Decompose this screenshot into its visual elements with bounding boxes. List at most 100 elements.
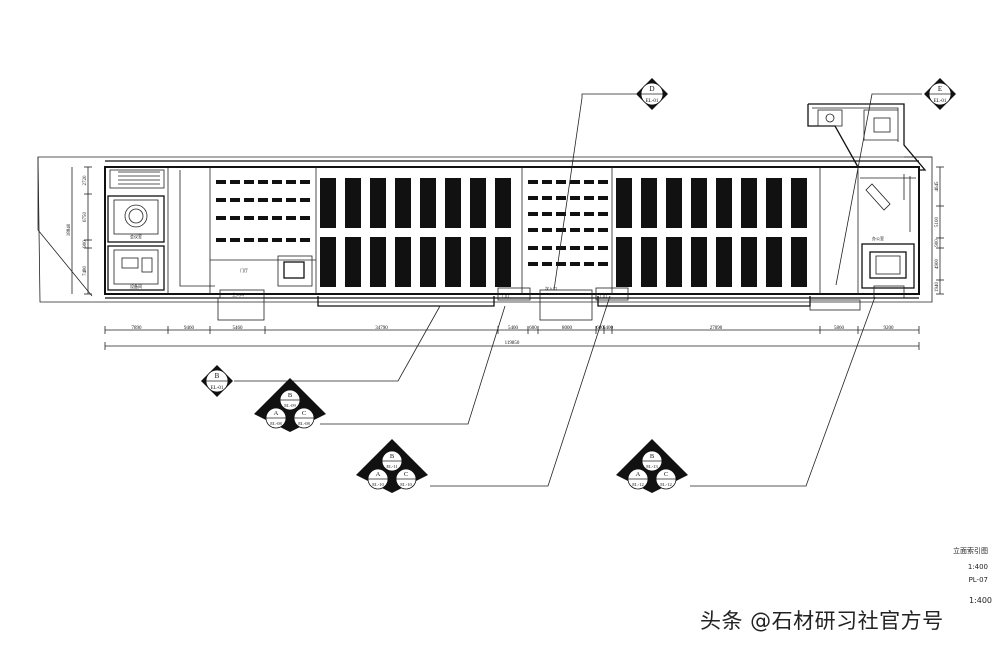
table-row-block xyxy=(216,198,226,202)
table-row-block xyxy=(542,246,552,250)
seating-block xyxy=(741,178,757,228)
svg-text:A: A xyxy=(636,471,641,478)
dimension-label: 4900 xyxy=(935,259,940,270)
left-rooms: 会议室 设备间 xyxy=(107,195,165,291)
dimension-label: 6750 xyxy=(83,212,88,223)
svg-text:EL-01: EL-01 xyxy=(646,99,659,104)
table-row-block xyxy=(528,180,538,184)
table-row-block xyxy=(216,180,226,184)
seating-block xyxy=(470,178,486,228)
seating-block xyxy=(741,237,757,287)
sheet-number: PL-07 xyxy=(968,576,988,584)
table-row-block xyxy=(272,198,282,202)
dimension-label: 600 xyxy=(596,326,604,331)
table-row-block xyxy=(258,180,268,184)
table-row-block xyxy=(216,216,226,220)
table-row-block xyxy=(542,262,552,266)
svg-text:C: C xyxy=(404,471,408,478)
dimension-label: 9200 xyxy=(884,326,895,331)
table-row-block xyxy=(542,228,552,232)
table-row-block xyxy=(556,196,566,200)
seating-block xyxy=(370,178,386,228)
seating-block xyxy=(420,237,436,287)
table-row-block xyxy=(556,262,566,266)
seating-block xyxy=(791,178,807,228)
svg-text:EL-11: EL-11 xyxy=(386,464,397,469)
seating-block xyxy=(641,237,657,287)
table-row-block xyxy=(244,216,254,220)
table-row-block xyxy=(570,246,580,250)
room-label-lobby: 门厅 xyxy=(240,267,248,273)
svg-text:C: C xyxy=(664,471,668,478)
svg-text:B: B xyxy=(215,372,220,380)
scale-stamp: 1:400 xyxy=(968,596,992,605)
elevation-callouts: DEL-01EEL-01BEL-01BEL-09AEL-08CEL-08BEL-… xyxy=(201,78,956,493)
seating-block xyxy=(320,178,336,228)
table-row-block xyxy=(598,180,608,184)
dimension-label: 2720 xyxy=(83,175,88,186)
svg-text:B: B xyxy=(650,453,655,460)
seating-layout xyxy=(216,178,807,287)
svg-text:C: C xyxy=(302,410,306,417)
seating-block xyxy=(395,237,411,287)
table-row-block xyxy=(528,262,538,266)
dimension-label: 27090 xyxy=(710,326,723,331)
right-rooms: 办公室 xyxy=(809,174,916,311)
svg-text:B: B xyxy=(390,453,395,460)
table-row-block xyxy=(598,228,608,232)
table-row-block xyxy=(286,180,296,184)
seating-block xyxy=(616,237,632,287)
dimension-label: 5860 xyxy=(834,326,845,331)
seating-block xyxy=(420,178,436,228)
seating-block xyxy=(395,178,411,228)
table-row-block xyxy=(598,196,608,200)
svg-text:EL-09: EL-09 xyxy=(284,403,296,408)
svg-text:EL-12: EL-12 xyxy=(660,482,672,487)
dimension-label: 1940 xyxy=(935,282,940,293)
entrance-label-2: 次入口 xyxy=(545,285,557,291)
seating-block xyxy=(666,237,682,287)
table-row-block xyxy=(542,196,552,200)
table-row-block xyxy=(272,180,282,184)
seating-block xyxy=(370,237,386,287)
table-row-block xyxy=(598,262,608,266)
seating-block xyxy=(445,237,461,287)
table-row-block xyxy=(570,180,580,184)
dimension-label: 9460 xyxy=(184,326,195,331)
lobby-area: 门厅 主入口 xyxy=(179,170,313,321)
svg-text:A: A xyxy=(376,471,381,478)
seating-block xyxy=(691,178,707,228)
sheet-scale: 1:400 xyxy=(967,563,988,571)
table-row-block xyxy=(258,238,268,242)
table-row-block xyxy=(584,196,594,200)
table-row-block xyxy=(584,246,594,250)
dimension-label: 4645 xyxy=(935,181,940,192)
table-row-block xyxy=(598,246,608,250)
callout-E: EEL-01 xyxy=(924,78,956,110)
seating-block xyxy=(791,237,807,287)
table-row-block xyxy=(570,196,580,200)
table-row-block xyxy=(300,238,310,242)
table-row-block xyxy=(528,212,538,216)
svg-text:D: D xyxy=(649,85,654,93)
table-row-block xyxy=(300,216,310,220)
svg-text:A: A xyxy=(274,410,279,417)
dimension-label: 900 xyxy=(83,240,88,248)
table-row-block xyxy=(244,198,254,202)
seating-block xyxy=(495,178,511,228)
callout-B: BEL-01 xyxy=(201,365,233,397)
svg-text:E: E xyxy=(938,85,942,93)
seating-block xyxy=(345,178,361,228)
table-row-block xyxy=(556,180,566,184)
dimension-label: 7890 xyxy=(132,326,143,331)
table-row-block xyxy=(286,216,296,220)
watermark-text: 头条 @石材研习社官方号 xyxy=(700,609,944,633)
table-row-block xyxy=(584,262,594,266)
table-row-block xyxy=(272,216,282,220)
seating-block xyxy=(666,178,682,228)
seating-block xyxy=(766,178,782,228)
dimension-label: 7480 xyxy=(83,266,88,277)
table-row-block xyxy=(230,180,240,184)
